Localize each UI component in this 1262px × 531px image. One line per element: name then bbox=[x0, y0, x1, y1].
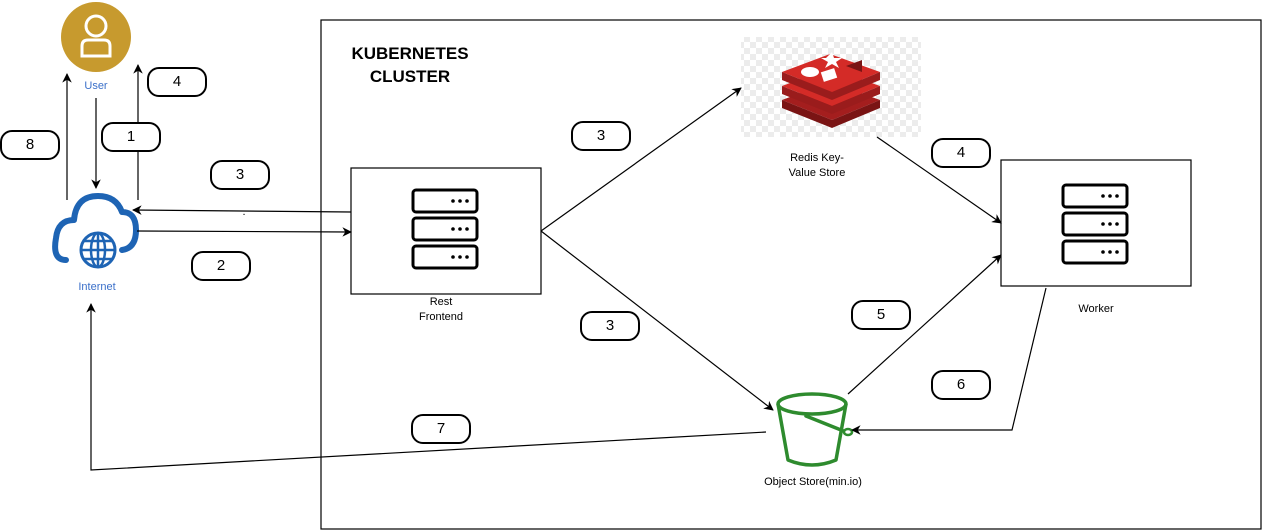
cluster-title: KUBERNETES CLUSTER bbox=[351, 44, 469, 86]
arrow-step-5 bbox=[847, 254, 1002, 395]
arrow-step-3-store bbox=[540, 230, 774, 411]
arrow-frontend-to-internet bbox=[132, 205, 352, 215]
object-store-label: Object Store(min.io) bbox=[764, 476, 862, 488]
rest-frontend-label: Rest Frontend bbox=[418, 296, 464, 323]
step-badge-2: 2 bbox=[191, 251, 251, 281]
arrow-step-6 bbox=[851, 287, 1047, 435]
step-badge-8: 8 bbox=[0, 130, 60, 160]
step-badge-5: 5 bbox=[851, 300, 911, 330]
arrow-step-7 bbox=[86, 303, 767, 471]
internet-cloud-icon bbox=[52, 193, 139, 269]
dot-label: . bbox=[242, 206, 246, 218]
step-badge-4-user: 4 bbox=[147, 67, 207, 97]
redis-logo-icon bbox=[741, 37, 921, 137]
server-icon bbox=[411, 188, 479, 270]
step-badge-3-redis: 3 bbox=[571, 121, 631, 151]
arrow-step-4-worker bbox=[876, 136, 1002, 224]
user-icon bbox=[61, 2, 131, 72]
user-label: User bbox=[84, 80, 108, 92]
worker-label: Worker bbox=[1078, 303, 1114, 315]
connector-lines bbox=[62, 64, 1047, 471]
step-badge-6: 6 bbox=[931, 370, 991, 400]
step-badge-7: 7 bbox=[411, 414, 471, 444]
server-icon bbox=[1061, 183, 1129, 265]
arrow-step-3-redis bbox=[540, 87, 742, 232]
kubernetes-cluster-boundary bbox=[320, 19, 1262, 530]
step-badge-3-store: 3 bbox=[580, 311, 640, 341]
internet-label: Internet bbox=[78, 281, 116, 293]
bucket-icon bbox=[776, 392, 854, 467]
step-badge-4-worker: 4 bbox=[931, 138, 991, 168]
step-badge-1: 1 bbox=[101, 122, 161, 152]
redis-label: Redis Key- Value Store bbox=[788, 152, 846, 179]
step-badge-3-internet: 3 bbox=[210, 160, 270, 190]
arrow-step-2 bbox=[136, 227, 352, 237]
